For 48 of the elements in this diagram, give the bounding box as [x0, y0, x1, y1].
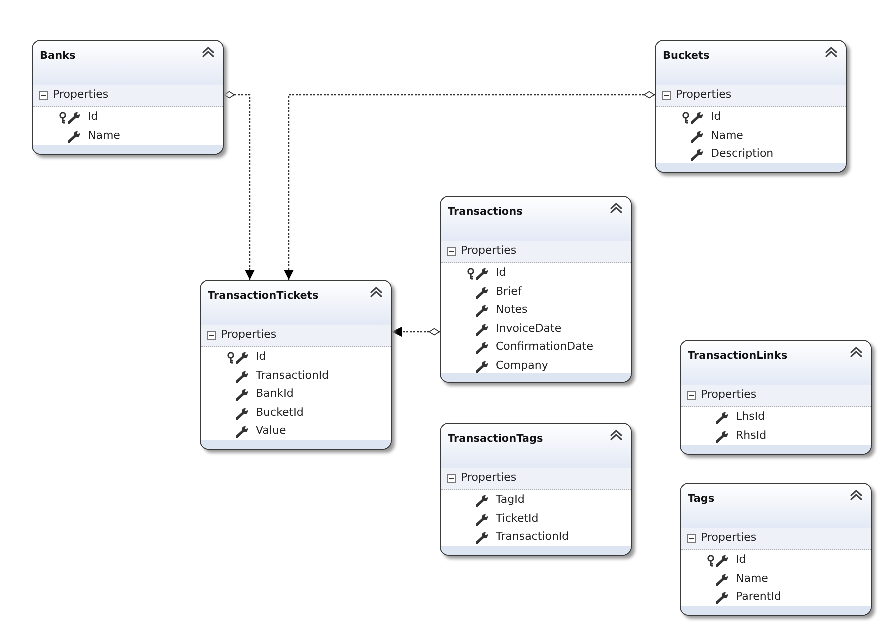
property-name: Name — [88, 128, 120, 142]
entity-title: TransactionTickets — [208, 290, 319, 302]
property-name: Notes — [496, 303, 528, 316]
property-name: Id — [88, 110, 98, 123]
property-name: Id — [736, 553, 746, 566]
entity-box — [32, 40, 224, 155]
property-name: Value — [256, 424, 286, 437]
entity-box — [440, 196, 632, 383]
property-name: TicketId — [496, 512, 539, 524]
entity-title: Buckets — [663, 50, 710, 62]
property-name: Name — [736, 572, 768, 584]
entity-box — [200, 280, 392, 450]
property-name: Id — [711, 110, 722, 123]
property-name: RhsId — [736, 428, 767, 442]
section-label: Properties — [701, 388, 757, 401]
section-label: Properties — [701, 531, 757, 544]
entity-title: Tags — [688, 493, 715, 505]
property-name: ParentId — [736, 590, 782, 603]
property-name: LhsId — [736, 410, 766, 423]
section-label: Properties — [53, 88, 109, 101]
entity-title: TransactionTags — [448, 433, 544, 445]
property-name: Id — [496, 266, 506, 279]
entity-title: TransactionLinks — [688, 350, 788, 362]
property-name: BankId — [256, 387, 294, 400]
property-name: Company — [496, 358, 548, 372]
entity-box — [680, 483, 872, 616]
relationship-connector — [224, 91, 255, 280]
property-name: ConfirmationDate — [496, 340, 594, 353]
property-name: Id — [256, 350, 266, 363]
property-name: Name — [711, 128, 744, 142]
relationship-connector — [284, 91, 655, 280]
property-name: BucketId — [256, 406, 304, 418]
property-name: TransactionId — [496, 530, 570, 543]
entity-box — [680, 340, 872, 455]
property-name: InvoiceDate — [496, 322, 562, 334]
entity-box — [440, 423, 632, 556]
section-label: Properties — [676, 88, 732, 101]
property-name: Brief — [496, 284, 522, 298]
entity-title: Transactions — [448, 206, 523, 218]
property-name: Description — [711, 147, 774, 160]
property-name: TransactionId — [256, 368, 330, 382]
entity-box — [655, 40, 847, 173]
section-label: Properties — [461, 244, 517, 257]
section-label: Properties — [221, 328, 277, 341]
property-name: TagId — [496, 493, 525, 506]
entity-title: Banks — [40, 50, 76, 62]
section-label: Properties — [461, 471, 517, 484]
relationship-connector — [392, 327, 440, 337]
